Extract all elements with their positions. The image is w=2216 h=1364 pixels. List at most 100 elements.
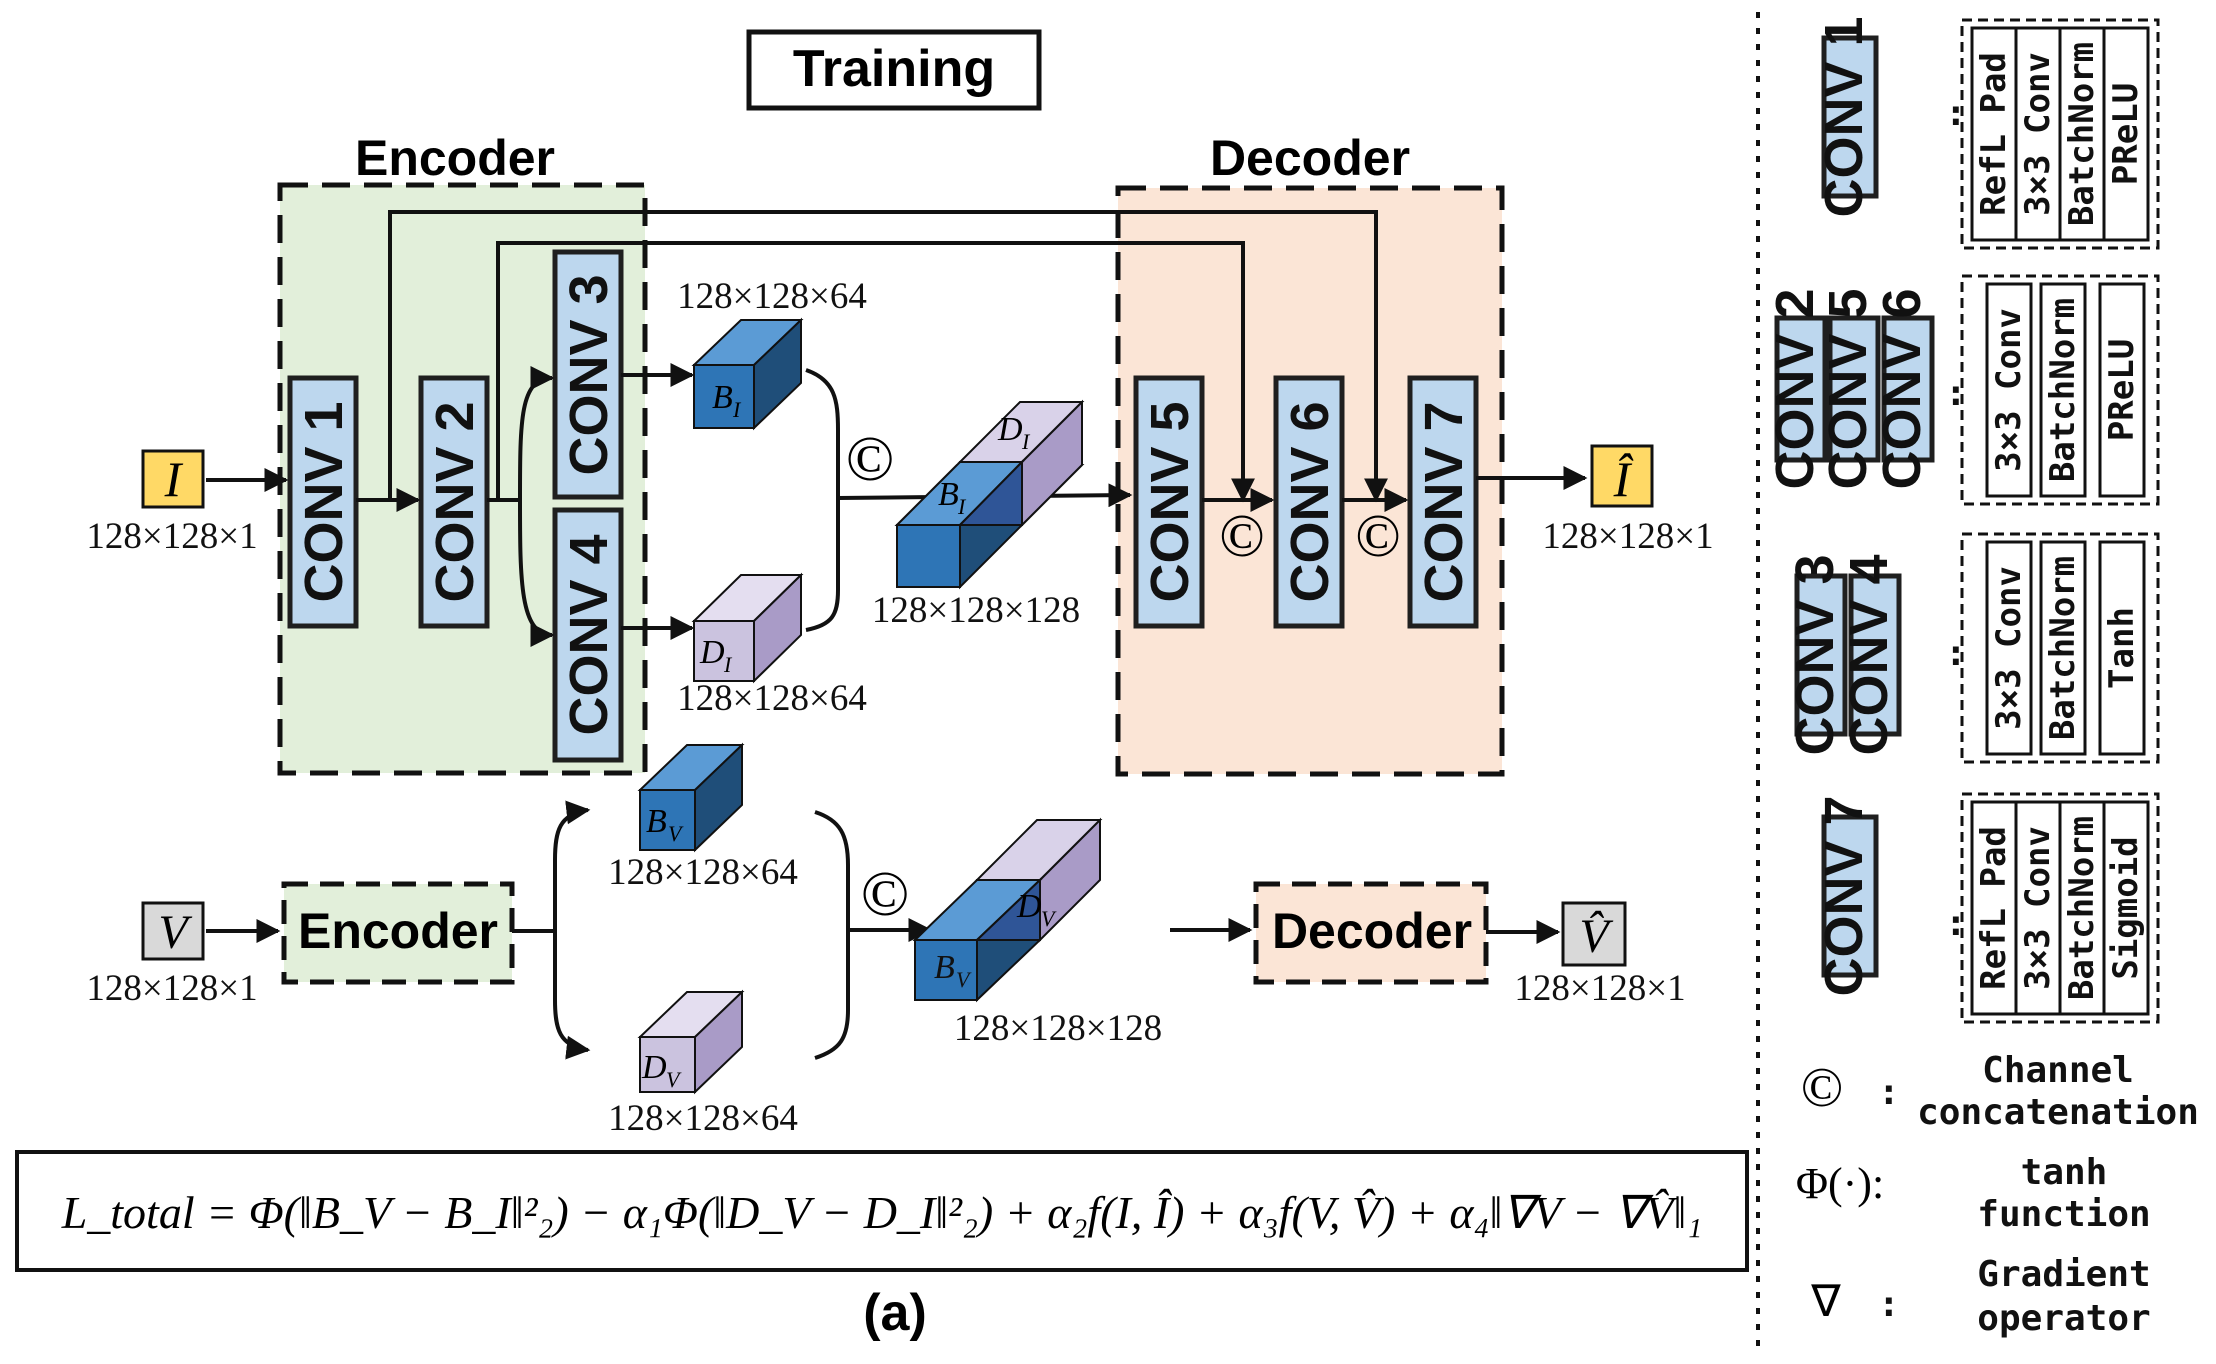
conv6-block: CONV 6 xyxy=(1273,375,1345,629)
concat-symbol-bottom: © xyxy=(861,858,910,929)
input-v-dim: 128×128×1 xyxy=(86,968,257,1009)
concat-symbol-top: © xyxy=(846,423,895,494)
svg-text:D: D xyxy=(1016,888,1042,925)
svg-text:RefL Pad: RefL Pad xyxy=(1974,52,2014,216)
svg-text:PReLU: PReLU xyxy=(2106,83,2146,185)
conv7-block: CONV 7 xyxy=(1407,375,1479,629)
svg-text:B: B xyxy=(934,949,955,986)
dim-d-i: 128×128×64 xyxy=(677,678,867,719)
svg-text:Gradient: Gradient xyxy=(1977,1254,2150,1295)
svg-text:3×3 Conv: 3×3 Conv xyxy=(2018,826,2058,990)
concat-brace-top xyxy=(805,368,840,632)
input-v: V 128×128×1 xyxy=(86,901,258,1009)
skip-connections xyxy=(388,210,1388,503)
svg-text:CONV 3: CONV 3 xyxy=(1785,554,1845,755)
svg-text:3×3 Conv: 3×3 Conv xyxy=(1989,308,2029,472)
svg-text:tanh: tanh xyxy=(2021,1152,2108,1193)
conv2-block: CONV 2 xyxy=(418,375,490,629)
svg-text:3×3 Conv: 3×3 Conv xyxy=(1989,566,2029,730)
svg-text:Decoder: Decoder xyxy=(1272,903,1472,959)
legend-concat: © : Channel concatenation xyxy=(1801,1050,2199,1133)
cube-d-v: D V 128×128×64 xyxy=(608,989,798,1139)
svg-text:operator: operator xyxy=(1977,1298,2150,1339)
output-v-hat: V̂ 128×128×1 xyxy=(1514,901,1686,1009)
svg-text:V: V xyxy=(956,967,972,992)
concat-symbol-c5c6: © xyxy=(1219,503,1265,569)
svg-text:CONV 2: CONV 2 xyxy=(1765,288,1825,489)
output-i-hat: Î 128×128×1 xyxy=(1542,444,1714,557)
bottom-decoder: Decoder xyxy=(1253,881,1489,985)
svg-text:function: function xyxy=(1977,1194,2150,1235)
legend-group-1: CONV 1 : RefL Pad 3×3 Conv BatchNorm PRe… xyxy=(1814,16,2160,250)
svg-text:I: I xyxy=(723,652,733,677)
svg-text:PReLU: PReLU xyxy=(2102,339,2142,441)
conv5-block: CONV 5 xyxy=(1133,375,1205,629)
svg-text:I: I xyxy=(957,494,967,519)
conv4-block: CONV 4 xyxy=(552,507,624,763)
legend-group-3: CONV 3 CONV 4 : 3×3 Conv BatchNorm Tanh xyxy=(1785,532,2160,764)
concat-icon: © xyxy=(1801,1057,1844,1119)
svg-text::: : xyxy=(1878,1072,1900,1113)
legend-gradient: ∇ : Gradient operator xyxy=(1810,1254,2150,1339)
svg-text:D: D xyxy=(699,634,725,671)
svg-text:D: D xyxy=(641,1049,667,1086)
title-box: Training xyxy=(746,29,1042,111)
svg-text:Î: Î xyxy=(1613,451,1634,507)
svg-text:Tanh: Tanh xyxy=(2102,607,2142,689)
cube-b-i: B I 128×128×64 xyxy=(677,276,867,431)
dim-b-i: 128×128×64 xyxy=(677,276,867,317)
svg-text:I: I xyxy=(1021,429,1031,454)
page-title: Training xyxy=(793,40,995,98)
svg-text:I: I xyxy=(164,451,184,507)
svg-text:V̂: V̂ xyxy=(1579,909,1613,963)
svg-text:CONV 4: CONV 4 xyxy=(1839,554,1899,755)
svg-text:CONV 1: CONV 1 xyxy=(294,401,354,602)
svg-text:B: B xyxy=(712,379,733,416)
svg-text:CONV 6: CONV 6 xyxy=(1280,401,1340,602)
input-i: I 128×128×1 xyxy=(86,449,258,557)
branch-lines xyxy=(487,366,555,647)
svg-text:V: V xyxy=(158,906,192,959)
branch-brace-bottom xyxy=(553,808,587,1052)
svg-text:L_total = Φ(‖B_V − B_I‖²₂) − α: L_total = Φ(‖B_V − B_I‖²₂) − α₁Φ(‖D_V − … xyxy=(61,1187,1703,1238)
conv3-block: CONV 3 xyxy=(552,249,624,500)
svg-text:Φ(·):: Φ(·): xyxy=(1796,1159,1884,1208)
input-dim: 128×128×1 xyxy=(86,516,257,557)
concat-brace-bottom xyxy=(814,810,850,1060)
conv1-block: CONV 1 xyxy=(287,375,359,629)
svg-text:CONV 1: CONV 1 xyxy=(1814,16,1874,217)
svg-text::: : xyxy=(1878,1284,1900,1325)
legend-group-4: CONV 7 : RefL Pad 3×3 Conv BatchNorm Sig… xyxy=(1814,792,2160,1024)
svg-text:BatchNorm: BatchNorm xyxy=(2043,556,2083,740)
svg-text:CONV 5: CONV 5 xyxy=(1818,288,1878,489)
svg-text:CONV 7: CONV 7 xyxy=(1414,401,1474,602)
dim-concat-bottom: 128×128×128 xyxy=(954,1008,1162,1049)
svg-text:Encoder: Encoder xyxy=(298,903,498,959)
svg-text:3×3 Conv: 3×3 Conv xyxy=(2018,52,2058,216)
legend-group-2: CONV 2 CONV 5 CONV 6 : 3×3 Conv BatchNor… xyxy=(1765,274,2160,506)
svg-text:B: B xyxy=(938,476,959,513)
svg-text:CONV 7: CONV 7 xyxy=(1814,795,1874,996)
svg-text:CONV 5: CONV 5 xyxy=(1140,401,1200,602)
loss-formula: L_total = Φ(‖B_V − B_I‖²₂) − α₁Φ(‖D_V − … xyxy=(15,1150,1749,1272)
nabla-icon: ∇ xyxy=(1810,1277,1841,1326)
legend-phi: Φ(·): tanh function xyxy=(1796,1152,2151,1235)
cube-b-v: B V 128×128×64 xyxy=(608,742,798,893)
dim-d-v: 128×128×64 xyxy=(608,1098,798,1139)
svg-text:D: D xyxy=(997,411,1023,448)
svg-text:BatchNorm: BatchNorm xyxy=(2043,298,2083,482)
concat-cube-top: B I D I 128×128×128 xyxy=(872,399,1085,631)
svg-text:B: B xyxy=(646,803,667,840)
svg-text:V: V xyxy=(1041,906,1057,931)
svg-text:CONV 6: CONV 6 xyxy=(1872,288,1932,489)
dim-b-v: 128×128×64 xyxy=(608,852,798,893)
svg-text:V: V xyxy=(666,1067,682,1092)
figure-caption: (a) xyxy=(863,1284,927,1342)
dim-concat-top: 128×128×128 xyxy=(872,590,1080,631)
cube-d-i: D I 128×128×64 xyxy=(677,572,867,719)
output-dim: 128×128×1 xyxy=(1542,516,1713,557)
svg-text:RefL Pad: RefL Pad xyxy=(1974,826,2014,990)
svg-text:CONV 3: CONV 3 xyxy=(559,274,619,475)
encoder-label: Encoder xyxy=(355,130,555,186)
